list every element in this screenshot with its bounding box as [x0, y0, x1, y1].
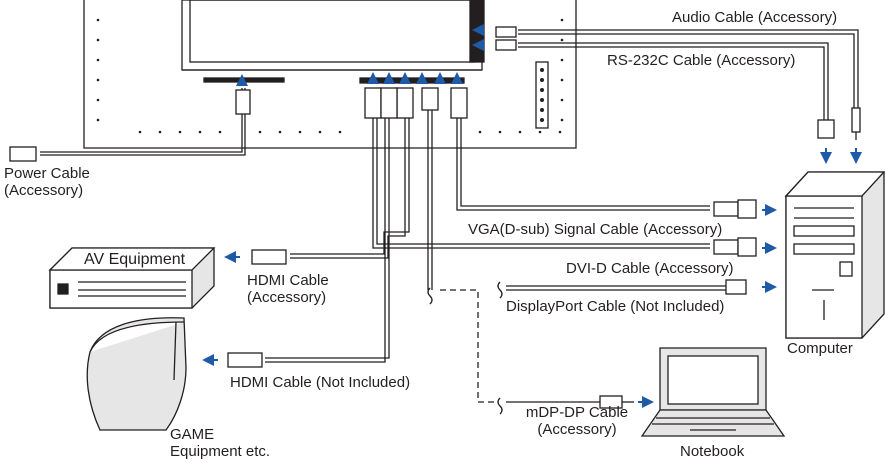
- device-arrows: [202, 148, 862, 408]
- displayport-cable-label: DisplayPort Cable (Not Included): [506, 298, 725, 315]
- hdmi-cable-line2: (Accessory): [247, 289, 327, 306]
- power-cable-label: Power Cable (Accessory): [4, 165, 90, 199]
- notebook-label: Notebook: [680, 443, 745, 460]
- mdp-cable-line1: mDP-DP Cable: [525, 404, 629, 421]
- audio-cable-label: Audio Cable (Accessory): [672, 9, 838, 26]
- game-console-icon: [86, 317, 187, 431]
- notebook-icon: [640, 347, 786, 437]
- port-arrows: [236, 24, 484, 86]
- av-equipment-label: AV Equipment: [84, 251, 186, 268]
- power-cable-line2: (Accessory): [4, 182, 84, 199]
- power-cable-line1: Power Cable: [4, 165, 90, 182]
- mdp-cable-label: mDP-DP Cable (Accessory): [512, 404, 642, 438]
- game-equipment-label: GAME Equipment etc.: [170, 426, 270, 460]
- av-equipment-icon: [48, 247, 216, 309]
- computer-label: Computer: [787, 340, 853, 357]
- hdmi-not-included-label: HDMI Cable (Not Included): [230, 374, 411, 391]
- cables: [9, 26, 861, 415]
- hdmi-cable-line1: HDMI Cable: [247, 272, 329, 289]
- rs232c-cable-label: RS-232C Cable (Accessory): [607, 52, 796, 69]
- hdmi-cable-label: HDMI Cable (Accessory): [247, 272, 329, 306]
- vga-cable-label: VGA(D-sub) Signal Cable (Accessory): [468, 221, 723, 238]
- game-line1: GAME: [170, 426, 215, 443]
- computer-icon: [784, 171, 885, 339]
- mdp-cable-line2: (Accessory): [537, 421, 617, 438]
- monitor-rear: [83, 0, 577, 149]
- dvi-cable-label: DVI-D Cable (Accessory): [566, 260, 734, 277]
- game-line2: Equipment etc.: [170, 443, 271, 460]
